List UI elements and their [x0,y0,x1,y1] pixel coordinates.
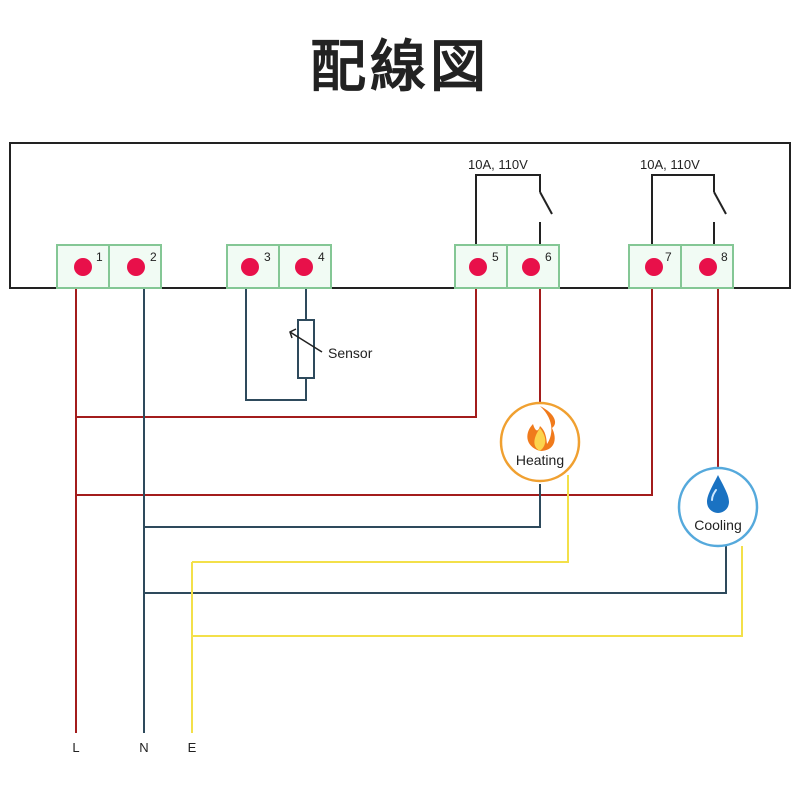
terminal-number: 2 [150,250,157,264]
terminal-number: 4 [318,250,325,264]
terminal-number: 6 [545,250,552,264]
terminal-number: 3 [264,250,271,264]
sensor-arrow-head [289,328,297,339]
sensor-label: Sensor [328,345,373,361]
terminal-5: 5 [454,244,508,289]
heating-load: Heating [499,401,581,483]
supply-earth-label: E [188,740,197,755]
terminal-number: 7 [665,250,672,264]
earth-wires [191,475,743,733]
relay-2-rating: 10A, 110V [640,157,700,172]
terminal-2: 2 [108,244,162,289]
diagram-title: 配線図 [310,35,490,100]
terminal-1: 1 [56,244,110,289]
terminal-6: 6 [506,244,560,289]
relay-1-rating: 10A, 110V [468,157,528,172]
terminal-7: 7 [628,244,682,289]
terminal-number: 5 [492,250,499,264]
supply-line-label: L [72,740,79,755]
supply-neutral-label: N [139,740,148,755]
water-drop-icon [707,475,729,513]
flame-icon [527,406,556,451]
sensor-thermistor [297,319,315,379]
terminal-8: 8 [680,244,734,289]
sensor-arrow [289,331,323,353]
relay-1 [475,174,553,245]
cooling-load: Cooling [677,466,759,548]
line-wires [75,288,719,733]
neutral-wires [143,288,727,733]
cooling-label: Cooling [694,517,741,533]
relay-2 [651,174,727,245]
terminal-number: 8 [721,250,728,264]
terminal-3: 3 [226,244,280,289]
heating-label: Heating [516,452,564,468]
sensor-wiring [245,288,307,401]
terminal-4: 4 [278,244,332,289]
terminal-number: 1 [96,250,103,264]
